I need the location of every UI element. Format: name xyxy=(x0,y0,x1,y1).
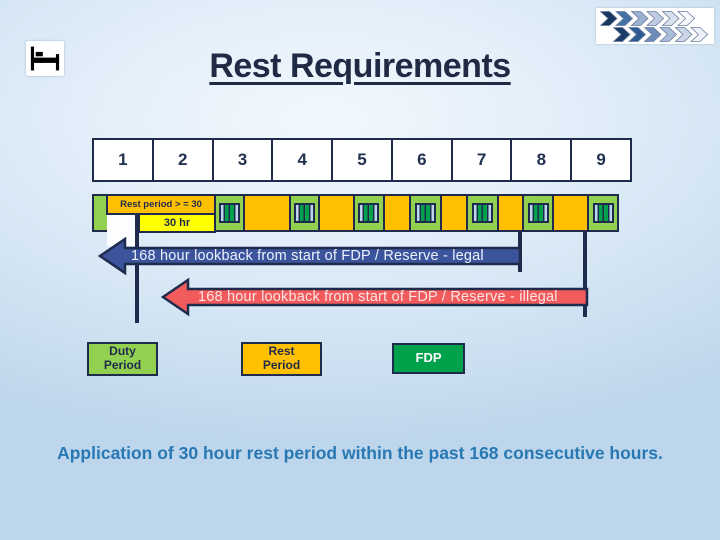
segment-rest xyxy=(552,196,588,230)
legal-lookback-text: 168 hour lookback from start of FDP / Re… xyxy=(131,248,484,264)
day-cell: 8 xyxy=(510,140,570,180)
segment-duty xyxy=(94,196,109,230)
legend-rest-period: Rest Period xyxy=(241,342,322,376)
day-cell: 9 xyxy=(570,140,630,180)
segment-duty xyxy=(409,196,441,230)
segment-duty xyxy=(587,196,617,230)
legend-fdp: FDP xyxy=(392,343,465,374)
day-cell: 1 xyxy=(118,150,128,169)
illegal-lookback-arrow: 168 hour lookback from start of FDP / Re… xyxy=(160,277,590,317)
segment-duty xyxy=(213,196,243,230)
bed-glyph xyxy=(30,46,60,71)
segment-rest xyxy=(242,196,289,230)
segment-rest xyxy=(497,196,523,230)
fdp-block-icon xyxy=(472,203,494,223)
chevron-row-2 xyxy=(612,27,709,42)
legal-lookback-arrow: 168 hour lookback from start of FDP / Re… xyxy=(97,236,523,276)
fdp-block-icon xyxy=(527,203,549,223)
rest-hours-label: 30 hr xyxy=(138,213,216,233)
segment-duty xyxy=(466,196,498,230)
segment-rest xyxy=(440,196,467,230)
segment-duty xyxy=(288,196,318,230)
segment-rest xyxy=(383,196,410,230)
fdp-block-icon xyxy=(293,203,315,223)
fdp-block-icon xyxy=(358,203,380,223)
fdp-block-icon xyxy=(592,203,614,223)
fdp-block-icon xyxy=(218,203,240,223)
left-arrow-shape xyxy=(160,277,589,317)
legend-duty-period: Duty Period xyxy=(87,342,158,376)
day-cell: 6 xyxy=(390,140,451,180)
segment-rest xyxy=(317,196,353,230)
day-cell: 3 xyxy=(211,140,272,180)
chevron-decoration xyxy=(596,8,714,44)
illegal-lookback-text: 168 hour lookback from start of FDP / Re… xyxy=(198,289,558,305)
lookback-line-rest-start xyxy=(135,214,139,323)
lookback-line-fdp-illegal xyxy=(583,230,587,317)
day-cell: 2 xyxy=(151,140,212,180)
chevron-row-1 xyxy=(599,11,696,26)
day-cell: 5 xyxy=(331,140,391,180)
slide-title: Rest Requirements xyxy=(209,47,511,85)
segment-duty xyxy=(522,196,553,230)
day-cell: 7 xyxy=(450,140,511,180)
caption-text: Application of 30 hour rest period withi… xyxy=(57,443,663,463)
fdp-block-icon xyxy=(415,203,437,223)
left-arrow-shape xyxy=(97,236,522,276)
day-cell: 4 xyxy=(271,140,331,180)
rest-period-label: Rest period > = 30 xyxy=(106,194,216,215)
segment-duty xyxy=(352,196,384,230)
bed-icon xyxy=(26,41,64,76)
day-number-row: 1 2 3 4 5 6 7 8 9 xyxy=(92,138,632,182)
